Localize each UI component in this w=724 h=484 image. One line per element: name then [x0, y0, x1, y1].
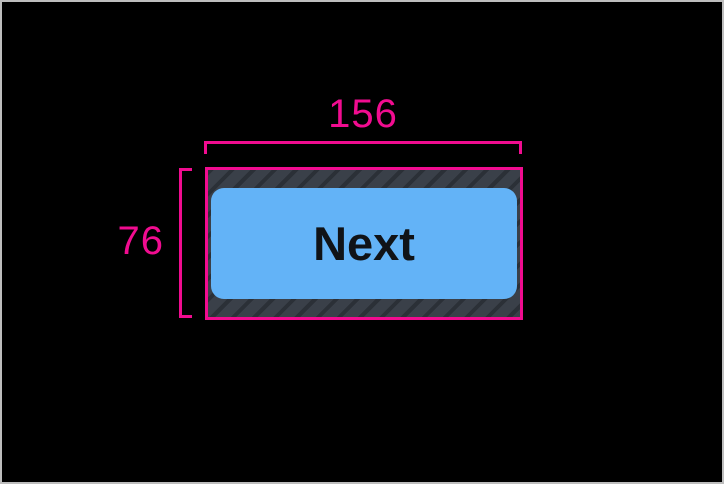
- width-dimension-value: 156: [328, 92, 398, 136]
- height-measurement-bracket: [179, 168, 192, 318]
- selection-outline: Next: [205, 167, 523, 320]
- width-measurement-bracket: [204, 141, 522, 154]
- next-button[interactable]: Next: [211, 188, 517, 299]
- height-dimension-value: 76: [117, 219, 164, 263]
